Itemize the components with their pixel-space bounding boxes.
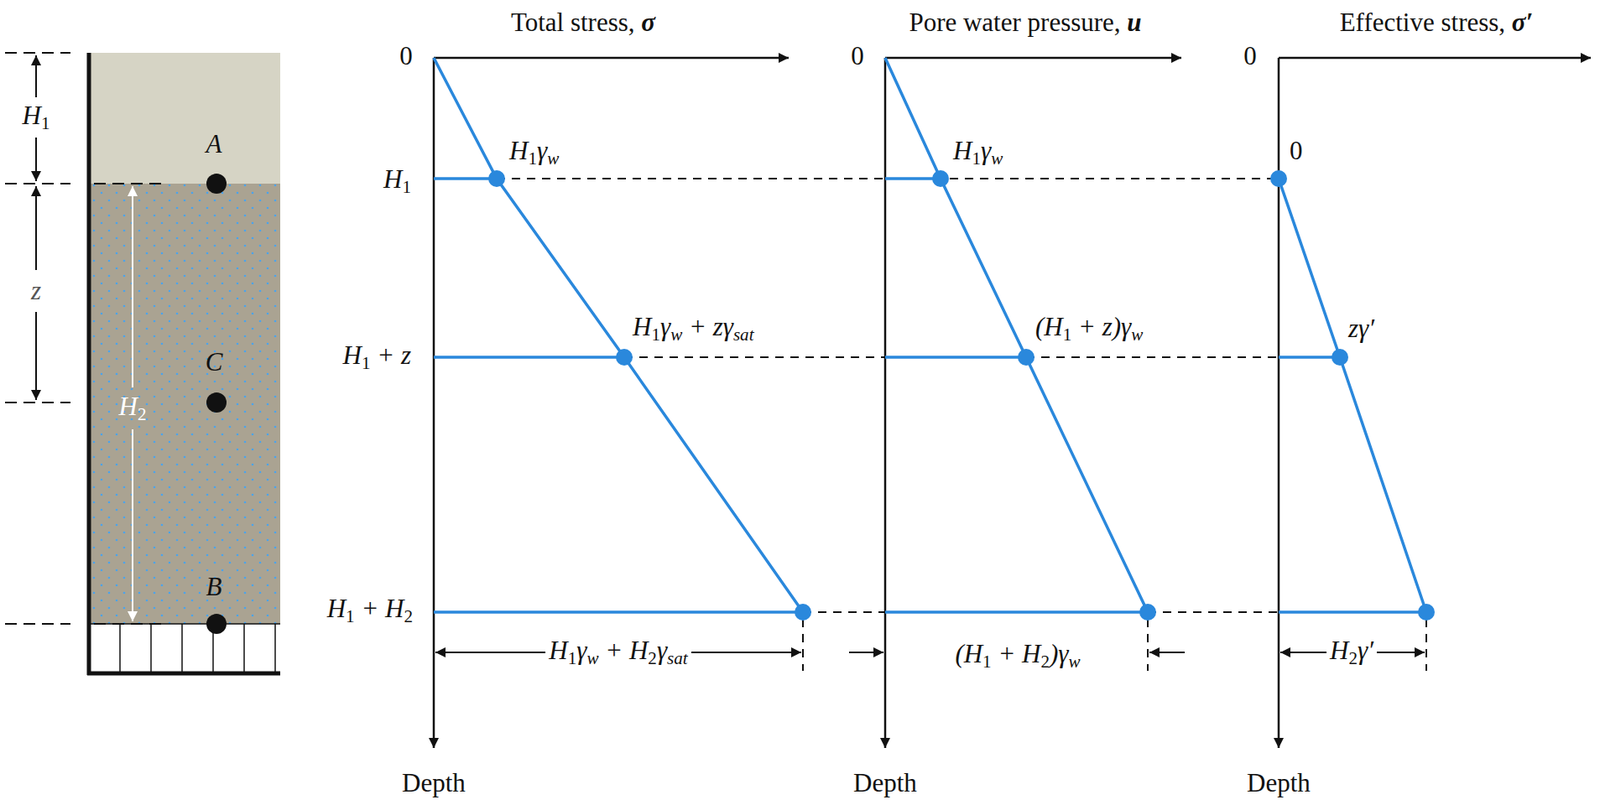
depth-label: H1 + H2	[323, 594, 417, 627]
value-label: zγ′	[1344, 313, 1378, 344]
value-label: H1γw	[505, 135, 563, 169]
axis-label: Depth	[398, 768, 470, 799]
soil-column	[5, 52, 281, 676]
water-layer	[88, 52, 281, 184]
base-layer	[88, 624, 281, 674]
point-markers	[206, 173, 227, 635]
axis-title: Total stress, σ	[507, 7, 659, 38]
dimension-label: H1	[19, 100, 54, 134]
effective-stress-plot	[1270, 57, 1591, 749]
value-label: 0	[1286, 135, 1307, 167]
origin-label: 0	[396, 41, 417, 72]
value-label: (H1 + z)γw	[1031, 312, 1147, 345]
axis-title: Pore water pressure, u	[905, 7, 1145, 38]
value-label: H1γw + zγsat	[629, 312, 758, 345]
axis-label: Depth	[1243, 768, 1314, 799]
soil-texture	[88, 183, 281, 625]
point-label: C	[202, 347, 227, 378]
total-stress-plot	[433, 57, 812, 749]
value-label: H1γw	[949, 135, 1006, 169]
column-wall	[87, 52, 92, 676]
origin-label: 0	[847, 41, 868, 72]
level-ticks	[5, 52, 168, 625]
origin-label: 0	[1240, 41, 1261, 72]
axis-label: Depth	[849, 768, 921, 799]
axis-title: Effective stress, σ′	[1336, 7, 1538, 38]
point-label: B	[203, 572, 226, 603]
point-label: A	[203, 129, 226, 160]
dimension-label: (H1 + H2)γw	[951, 639, 1084, 673]
dimension-label: H2	[115, 391, 151, 425]
depth-label: H1	[380, 164, 415, 198]
soil-layer	[88, 183, 281, 625]
dimension-label: H1γw + H2γsat	[545, 635, 691, 669]
dimension-label: z	[27, 276, 45, 307]
pore-pressure-plot	[849, 57, 1185, 749]
dimension-label: H2γ′	[1326, 635, 1377, 669]
depth-label: H1 + z	[339, 340, 415, 374]
base-hatch	[88, 624, 281, 674]
level-lines	[496, 178, 1427, 672]
column-bottom	[87, 672, 281, 677]
